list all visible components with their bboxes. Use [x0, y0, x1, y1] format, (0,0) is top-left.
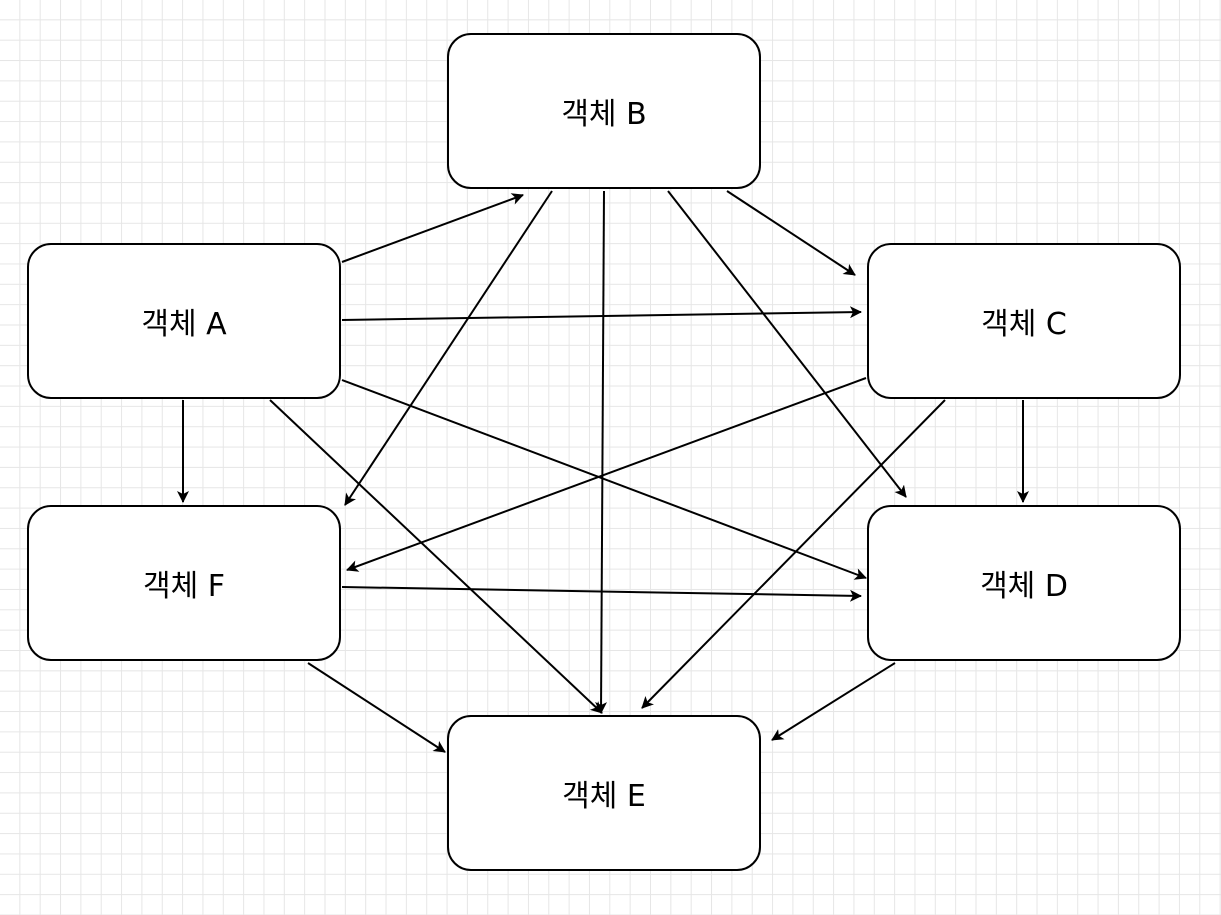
node-object-f[interactable]: 객체 F — [27, 505, 341, 661]
edge-f-to-d[interactable] — [341, 586, 862, 602]
node-label: 객체 A — [141, 307, 227, 342]
node-label: 객체 B — [561, 97, 647, 132]
edges-layer — [177, 190, 1029, 753]
node-label: 객체 D — [980, 569, 1068, 604]
edge-a-to-e[interactable] — [269, 399, 603, 714]
node-label: 객체 E — [562, 779, 646, 814]
node-object-e[interactable]: 객체 E — [447, 715, 761, 871]
edge-f-to-e[interactable] — [307, 662, 446, 753]
edge-b-to-f[interactable] — [344, 190, 553, 506]
edge-a-to-d[interactable] — [341, 379, 867, 580]
node-label: 객체 C — [981, 307, 1067, 342]
node-label: 객체 F — [143, 569, 225, 604]
edge-a-to-c[interactable] — [341, 306, 862, 321]
edge-b-to-e[interactable] — [595, 190, 608, 714]
edge-b-to-d[interactable] — [667, 190, 907, 498]
edge-a-to-b[interactable] — [341, 193, 524, 263]
edge-c-to-f[interactable] — [346, 377, 867, 572]
node-object-a[interactable]: 객체 A — [27, 243, 341, 399]
edge-b-to-c[interactable] — [726, 190, 856, 276]
edge-c-to-e[interactable] — [641, 399, 946, 709]
node-object-c[interactable]: 객체 C — [867, 243, 1181, 399]
edge-d-to-e[interactable] — [771, 662, 896, 741]
node-object-d[interactable]: 객체 D — [867, 505, 1181, 661]
node-object-b[interactable]: 객체 B — [447, 33, 761, 189]
